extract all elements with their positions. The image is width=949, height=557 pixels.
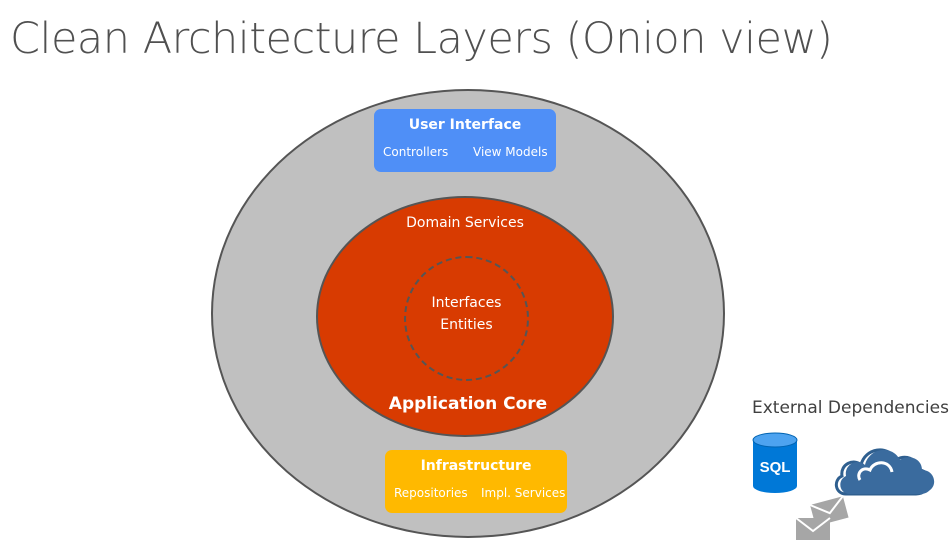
controllers-label: Controllers (383, 145, 449, 159)
mail-icon (795, 495, 849, 540)
repositories-label: Repositories (394, 486, 468, 500)
infrastructure-box: Infrastructure Repositories Impl. Servic… (385, 450, 567, 513)
user-interface-box: User Interface Controllers View Models (374, 109, 556, 172)
application-core-label: Application Core (388, 394, 548, 414)
cloud-icon (834, 448, 935, 496)
sql-icon-text: SQL (760, 459, 791, 476)
domain-services-label: Domain Services (406, 215, 524, 231)
sql-database-icon: SQL (752, 432, 798, 493)
impl-services-label: Impl. Services (481, 486, 566, 500)
user-interface-title: User Interface (408, 117, 522, 133)
external-dependencies-label: External Dependencies (752, 398, 949, 418)
inner-dashed-circle (404, 256, 529, 381)
interfaces-label: Interfaces (431, 295, 502, 311)
infrastructure-title: Infrastructure (420, 458, 532, 474)
page-title: Clean Architecture Layers (Onion view) (10, 14, 833, 64)
entities-label: Entities (440, 317, 493, 333)
view-models-label: View Models (473, 145, 548, 159)
